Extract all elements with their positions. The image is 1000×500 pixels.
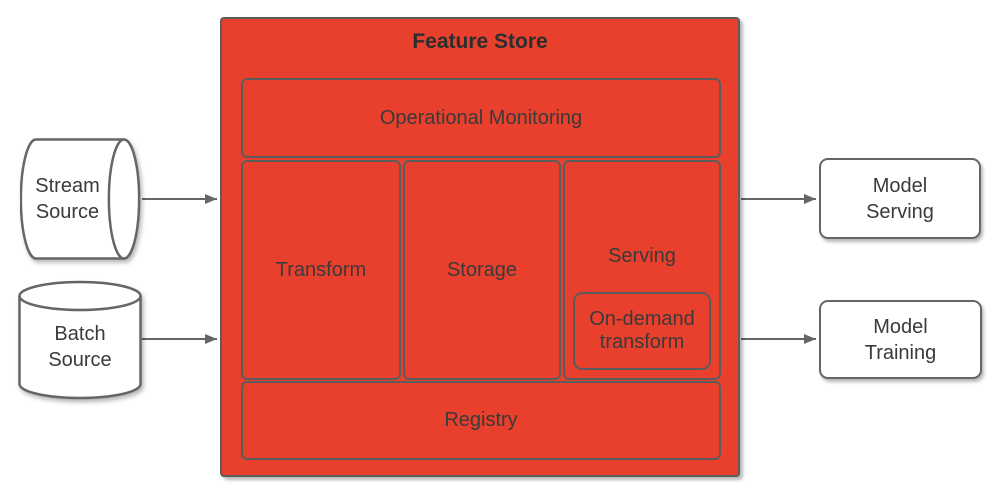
feature-store-title: Feature Store: [412, 30, 548, 53]
feature-store-container: Feature Store Operational Monitoring Tra…: [220, 17, 740, 477]
model-training-node: Model Training: [819, 300, 982, 379]
database-cylinder-icon: [18, 280, 142, 400]
on-demand-transform-box: On-demand transform: [573, 292, 711, 370]
horizontal-cylinder-icon: [20, 138, 141, 260]
storage-box: Storage: [403, 160, 561, 380]
stream-source-label: Stream Source: [35, 175, 100, 223]
on-demand-transform-label: On-demand transform: [589, 308, 695, 353]
storage-label: Storage: [446, 258, 518, 281]
model-training-label: Model Training: [864, 315, 937, 364]
batch-source-label: Batch Source: [48, 323, 112, 371]
batch-source-node: Batch Source: [18, 280, 142, 400]
model-serving-node: Model Serving: [819, 158, 981, 239]
model-serving-label: Model Serving: [866, 174, 934, 223]
operational-monitoring-box: Operational Monitoring: [241, 78, 721, 158]
registry-box: Registry: [241, 381, 721, 460]
operational-monitoring-label: Operational Monitoring: [379, 106, 583, 129]
transform-box: Transform: [241, 160, 401, 380]
serving-box: Serving On-demand transform: [563, 160, 721, 380]
transform-label: Transform: [275, 258, 367, 281]
serving-label: Serving: [608, 245, 676, 267]
registry-label: Registry: [444, 409, 518, 431]
stream-source-node: Stream Source: [20, 138, 141, 260]
